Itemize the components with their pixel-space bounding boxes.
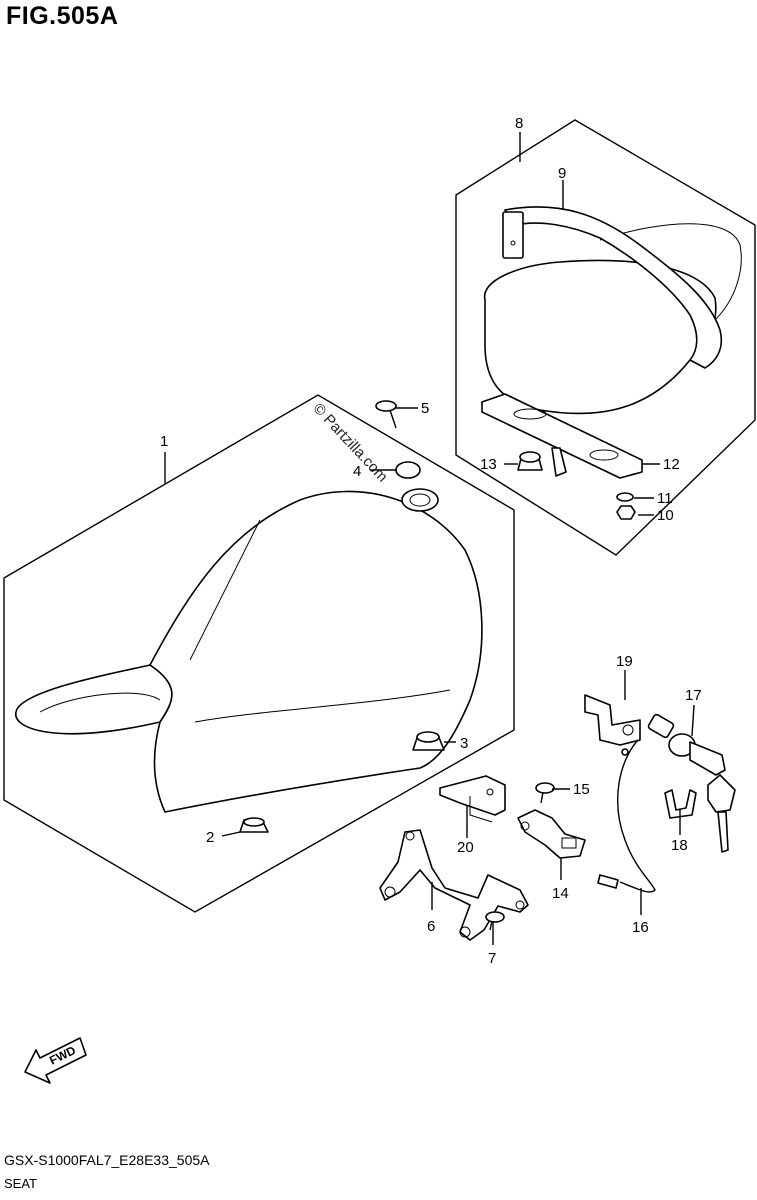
callout-6: 6 [427, 918, 435, 935]
callout-17: 17 [685, 687, 702, 704]
hook-part-4[interactable] [395, 461, 439, 512]
front-seat-part[interactable] [15, 490, 483, 813]
callout-18: 18 [671, 837, 688, 854]
fwd-arrow-icon: FWD [24, 1037, 87, 1084]
seat-bracket-part-6[interactable] [379, 829, 529, 941]
callout-3: 3 [460, 735, 468, 752]
damper-part-2[interactable] [239, 817, 269, 833]
callout-4: 4 [353, 463, 361, 480]
bolt-part-7[interactable] [485, 911, 505, 931]
callout-12: 12 [663, 456, 680, 473]
cushion-part-13[interactable] [517, 451, 543, 471]
callout-2: 2 [206, 829, 214, 846]
callout-11: 11 [657, 490, 673, 507]
bracket-part-19[interactable] [584, 694, 641, 746]
bolt-part-5[interactable] [375, 400, 397, 429]
callout-5: 5 [421, 400, 429, 417]
callout-16: 16 [632, 919, 649, 936]
callout-1: 1 [160, 433, 168, 450]
callout-14: 14 [552, 885, 569, 902]
bracket-part-20[interactable] [439, 775, 506, 823]
nut-part-10[interactable] [616, 505, 636, 520]
rear-seat-group-box [455, 119, 756, 556]
figure-code: GSX-S1000FAL7_E28E33_505A [4, 1152, 210, 1168]
clip-part-18[interactable] [664, 789, 697, 819]
seat-latch-part-14[interactable] [517, 809, 586, 859]
callout-7: 7 [488, 950, 496, 967]
front-seat-group-box [3, 394, 515, 913]
figure-name: SEAT [4, 1176, 37, 1191]
bolt-part-15[interactable] [535, 782, 555, 804]
callout-15: 15 [573, 781, 590, 798]
seat-lock-part-17[interactable] [647, 713, 736, 853]
seat-lock-cable-part-16[interactable] [597, 739, 656, 893]
rear-seat-part-9[interactable] [483, 206, 742, 415]
callout-19: 19 [616, 653, 633, 670]
callout-10: 10 [657, 507, 674, 524]
callout-labels: 1 2 3 4 5 6 7 8 9 10 11 12 13 14 15 16 1… [160, 115, 702, 967]
callout-8: 8 [515, 115, 523, 132]
callout-9: 9 [558, 165, 566, 182]
figure-title: FIG.505A [6, 2, 119, 30]
leader-lines [164, 132, 695, 945]
cushion-part-3[interactable] [412, 731, 445, 751]
callout-13: 13 [480, 456, 497, 473]
washer-part-11[interactable] [616, 492, 634, 502]
callout-20: 20 [457, 839, 474, 856]
rear-seat-plate-part-12[interactable] [481, 393, 643, 479]
